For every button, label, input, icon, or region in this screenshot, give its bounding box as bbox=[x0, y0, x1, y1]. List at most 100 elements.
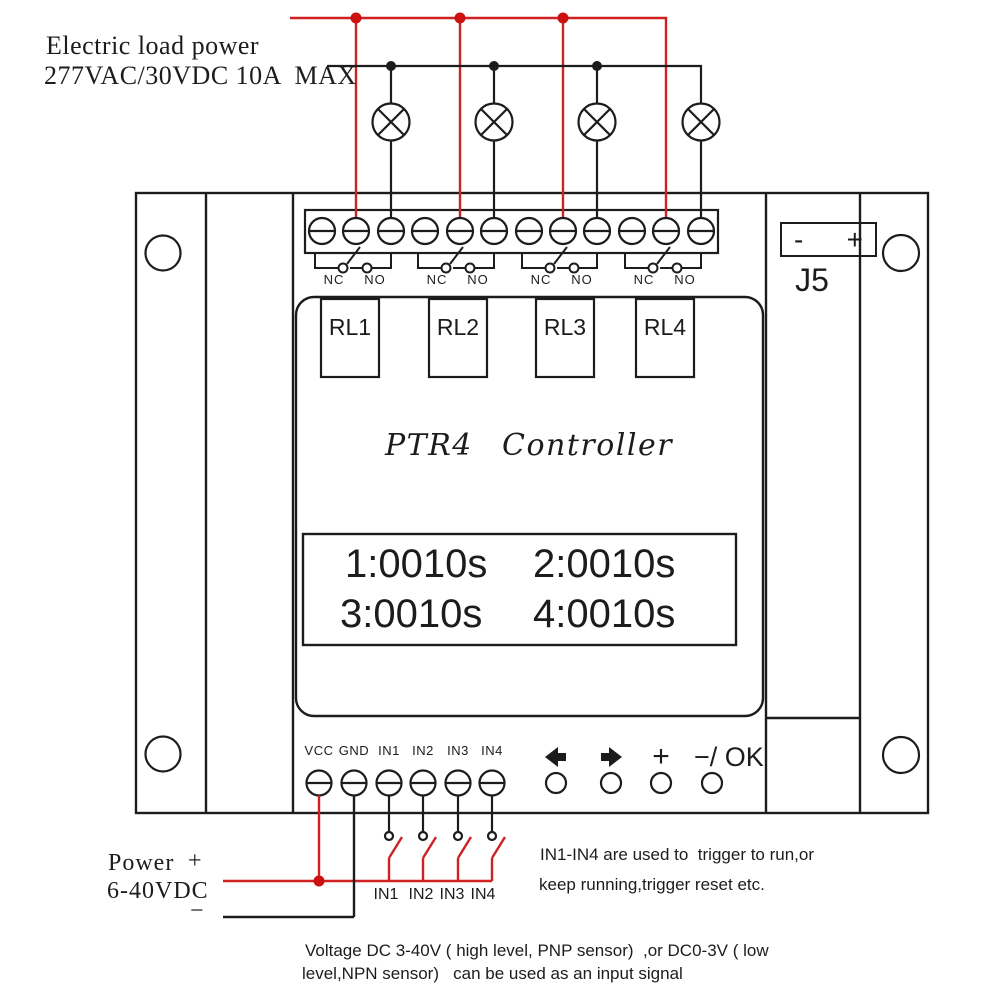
power-junction-dot bbox=[313, 875, 325, 887]
live-junction-dots bbox=[350, 12, 569, 24]
lamp-icon bbox=[681, 102, 721, 142]
screw-terminal bbox=[514, 216, 544, 246]
vcc-terminal-label: VCC bbox=[304, 743, 334, 758]
mounting-hole bbox=[881, 735, 921, 775]
in1-terminal-label: IN1 bbox=[378, 743, 400, 758]
j5-label: J5 bbox=[795, 262, 829, 298]
switch-label-in2: IN2 bbox=[408, 886, 434, 903]
relay-label-rl1: RL1 bbox=[328, 314, 372, 340]
no-label: NO bbox=[571, 272, 593, 287]
lamp-icon bbox=[371, 102, 411, 142]
lcd-channel-2: 2:0010s bbox=[533, 542, 676, 586]
relay-label-rl2: RL2 bbox=[436, 314, 480, 340]
minus-ok-button bbox=[700, 771, 724, 795]
controller-name: Controller bbox=[502, 428, 674, 463]
no-label: NO bbox=[674, 272, 696, 287]
screw-terminal bbox=[445, 216, 475, 246]
power-minus-wire bbox=[223, 795, 356, 919]
relay-label-rl4: RL4 bbox=[643, 314, 687, 340]
mounting-hole bbox=[881, 233, 921, 273]
neutral-wire bbox=[327, 64, 703, 224]
screw-terminal bbox=[478, 769, 506, 797]
lcd-channel-4: 4:0010s bbox=[533, 592, 676, 636]
gnd-terminal-label: GND bbox=[338, 743, 370, 758]
lcd-channel-3: 3:0010s bbox=[340, 592, 483, 636]
live-wire bbox=[290, 16, 668, 224]
voltage-note-line2: level,NPN sensor) can be used as an inpu… bbox=[302, 964, 683, 983]
switch-label-in1: IN1 bbox=[373, 886, 399, 903]
relay-box-rl1 bbox=[319, 297, 381, 379]
power-voltage-label: 6-40VDC bbox=[107, 878, 209, 904]
minus-ok-button-label: −/ OK bbox=[694, 742, 764, 772]
screw-terminal bbox=[341, 216, 371, 246]
lcd-display bbox=[301, 532, 738, 647]
switch-contact bbox=[417, 830, 429, 842]
power-plus-wire bbox=[223, 795, 507, 883]
controller-model: PTR4 bbox=[385, 428, 473, 463]
right-button bbox=[599, 771, 623, 795]
in3-terminal-label: IN3 bbox=[447, 743, 469, 758]
relay-contact-symbol bbox=[624, 246, 702, 274]
screw-terminal bbox=[340, 769, 368, 797]
j5-connector: - + bbox=[780, 222, 877, 257]
terminal-block bbox=[303, 208, 720, 255]
front-buttons bbox=[544, 747, 724, 795]
left-arrow-icon bbox=[545, 747, 566, 767]
nc-label: NC bbox=[426, 272, 448, 287]
relay-contact-symbol bbox=[521, 246, 598, 274]
screw-terminal bbox=[548, 216, 578, 246]
relay-contact-symbol bbox=[314, 246, 392, 274]
relay-boxes bbox=[319, 297, 696, 379]
input-screw-terminals bbox=[305, 769, 506, 797]
screw-terminal bbox=[479, 216, 509, 246]
screw-terminal bbox=[410, 216, 440, 246]
mounting-holes bbox=[144, 233, 921, 775]
nc-label: NC bbox=[530, 272, 552, 287]
power-plus-label: + bbox=[188, 848, 203, 874]
power-label: Power bbox=[108, 850, 175, 876]
right-arrow-icon bbox=[601, 747, 622, 767]
lamp-icons bbox=[371, 102, 721, 142]
screw-terminal bbox=[376, 216, 406, 246]
power-minus-label: − bbox=[190, 898, 205, 924]
switch-contact bbox=[452, 830, 464, 842]
relay-box-rl3 bbox=[534, 297, 596, 379]
screw-terminal bbox=[409, 769, 437, 797]
relay-label-rl3: RL3 bbox=[543, 314, 587, 340]
trigger-note-line2: keep running,trigger reset etc. bbox=[539, 875, 765, 894]
load-power-label-line2: 277VAC/30VDC 10A MAX bbox=[44, 61, 357, 90]
in4-terminal-label: IN4 bbox=[481, 743, 503, 758]
relay-contact-symbol bbox=[417, 246, 495, 274]
neutral-junction-dots bbox=[386, 61, 602, 71]
no-label: NO bbox=[467, 272, 489, 287]
j5-plus-terminal: + bbox=[846, 223, 863, 255]
no-label: NO bbox=[364, 272, 386, 287]
screw-terminal bbox=[375, 769, 403, 797]
screw-terminal bbox=[307, 216, 337, 246]
left-button bbox=[544, 771, 568, 795]
screw-terminal bbox=[582, 216, 612, 246]
input-trigger-wires bbox=[383, 795, 498, 842]
load-power-label-line1: Electric load power bbox=[46, 31, 260, 60]
plus-button bbox=[649, 771, 673, 795]
mounting-hole bbox=[144, 735, 182, 773]
screw-terminal bbox=[686, 216, 716, 246]
switch-contact bbox=[486, 830, 498, 842]
lamp-icon bbox=[577, 102, 617, 142]
relay-contact-symbols bbox=[314, 246, 702, 274]
nc-label: NC bbox=[323, 272, 345, 287]
screw-terminal bbox=[444, 769, 472, 797]
screw-terminal bbox=[651, 216, 681, 246]
voltage-note-line1: Voltage DC 3-40V ( high level, PNP senso… bbox=[305, 941, 769, 960]
mounting-hole bbox=[144, 234, 182, 272]
nc-label: NC bbox=[633, 272, 655, 287]
relay-box-rl2 bbox=[427, 297, 489, 379]
screw-terminal bbox=[617, 216, 647, 246]
lamp-icon bbox=[474, 102, 514, 142]
switch-contact bbox=[383, 830, 395, 842]
switch-label-in4: IN4 bbox=[470, 886, 496, 903]
trigger-note-line1: IN1-IN4 are used to trigger to run,or bbox=[540, 845, 815, 864]
j5-minus-terminal: - bbox=[794, 223, 804, 255]
